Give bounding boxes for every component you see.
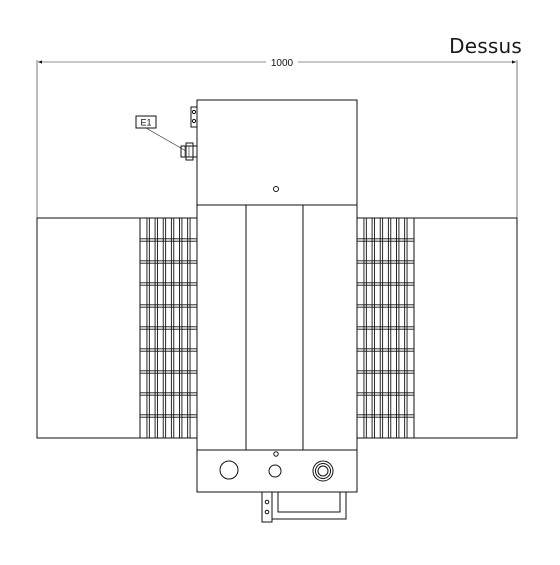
tag-e1: E1 [135, 115, 187, 152]
grille-frame [356, 217, 415, 439]
control-connector-right [312, 460, 334, 482]
bracket-plate-left [261, 491, 273, 523]
cable-gland [180, 106, 198, 161]
left-grille [139, 217, 198, 439]
control-indicator-center [268, 464, 282, 478]
tag-label: E1 [140, 118, 151, 128]
view-title: Dessus [449, 34, 522, 58]
central-body [196, 204, 358, 451]
upper-housing [196, 99, 358, 206]
control-box-screw [273, 451, 279, 457]
bracket-arm-inner [277, 491, 341, 513]
upper-housing-screw [273, 186, 279, 192]
tag-leader [145, 127, 187, 152]
bracket-arm [271, 491, 347, 520]
width-dimension: 1000 [36, 58, 518, 218]
grille-frame [139, 217, 198, 439]
right-grille [356, 217, 415, 439]
bracket-hole-bottom [191, 118, 197, 124]
mounting-bracket [261, 491, 347, 523]
control-knob-left [219, 460, 239, 480]
left-end-panel [36, 217, 141, 439]
side-bracket [190, 106, 198, 128]
right-end-panel [413, 217, 518, 439]
bracket-hole-top [191, 109, 197, 115]
dimension-label: 1000 [271, 58, 294, 69]
